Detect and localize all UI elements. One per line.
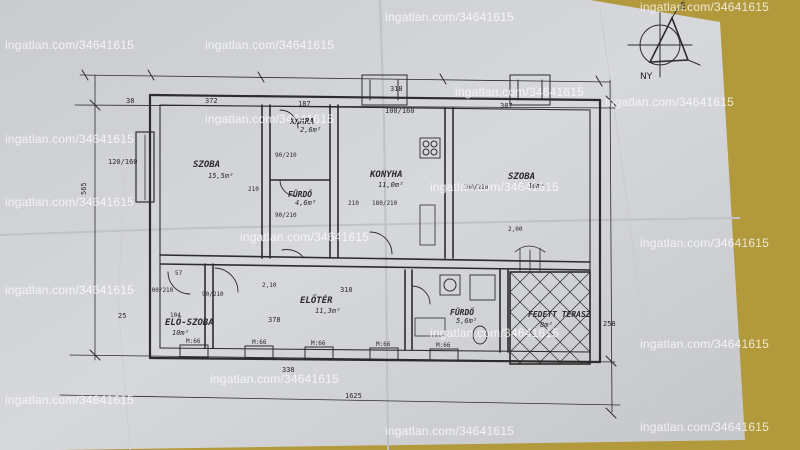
watermark: ingatlan.com/34641615 [640, 420, 769, 434]
watermark: ingatlan.com/34641615 [430, 326, 559, 340]
watermark: ingatlan.com/34641615 [430, 180, 559, 194]
dimension-line-bottom [69, 354, 616, 363]
dim-side-left-lower: 25 [118, 312, 127, 320]
watermark: ingatlan.com/34641615 [205, 112, 334, 126]
room-szoba-right-name: SZOBA [508, 172, 536, 182]
windows-bottom [179, 344, 459, 362]
watermark: ingatlan.com/34641615 [640, 337, 769, 351]
room-konyha-name: KONYHA [370, 170, 403, 180]
sink [439, 274, 461, 296]
window-left [135, 131, 155, 203]
kitchen-counter [419, 204, 436, 246]
window-top-2 [509, 74, 551, 106]
watermark: ingatlan.com/34641615 [605, 95, 734, 109]
dim-left-height: 120/160 [108, 158, 138, 166]
dim-furdo-door: 90/210 [275, 212, 297, 219]
interior-walls [159, 104, 591, 353]
dim-window-b4: M:66 [376, 341, 391, 348]
dimension-line-top [79, 74, 611, 83]
watermark: ingatlan.com/34641615 [5, 195, 134, 209]
room-szoba-left-area: 15,5m² [208, 172, 234, 180]
room-szoba-left-name: SZOBA [193, 160, 221, 170]
dim-bottom-mid: 310 [340, 286, 353, 294]
dim-left-small3: 2,10 [262, 282, 277, 289]
dimension-line-total [59, 394, 621, 406]
room-elo-szoba-area: 10m² [172, 329, 189, 337]
dim-window-b2: M:66 [252, 339, 267, 346]
dim-window-b3: M:66 [311, 340, 326, 347]
watermark: ingatlan.com/34641615 [455, 85, 584, 99]
dim-top-left: 38 [126, 97, 135, 105]
room-furdo-upper-name: FÜRDŐ [288, 190, 313, 199]
dim-eloter-w: 378 [268, 316, 281, 324]
room-fedett-terasz-name: FEDETT TERASZ [528, 310, 591, 319]
dim-mid-door: 100/210 [463, 184, 489, 191]
plant-symbol [514, 245, 546, 273]
room-furdo-lower-area: 5,6m² [456, 317, 478, 325]
watermark: ingatlan.com/34641615 [5, 283, 134, 297]
dim-kamra-h: 210 [248, 186, 259, 193]
dim-left-small2: 104 [170, 312, 181, 319]
watermark: ingatlan.com/34641615 [5, 38, 134, 52]
watermark: ingatlan.com/34641615 [640, 0, 769, 14]
room-furdo-lower-name: FÜRDŐ [450, 308, 475, 317]
room-kamra-name: KAMRA [290, 117, 315, 126]
dim-lower-door2: 90/210 [202, 291, 224, 298]
dim-lower-door1: 100/210 [148, 287, 174, 294]
dim-total-width: 1625 [345, 392, 362, 400]
room-eloter-area: 11,3m² [315, 307, 341, 315]
room-fedett-terasz-area: 8m² [540, 321, 553, 329]
watermark: ingatlan.com/34641615 [240, 230, 369, 244]
dim-top-right: 387 [500, 102, 513, 110]
dim-side-total: 565 [80, 182, 88, 195]
outer-walls [148, 93, 602, 364]
dimension-line-right [609, 79, 613, 413]
shower [414, 317, 446, 337]
dim-konyha-door: 180/210 [372, 200, 398, 207]
watermark: ingatlan.com/34641615 [640, 236, 769, 250]
dim-top-small: 187 [298, 100, 311, 108]
dim-window-w1: 100/160 [385, 107, 415, 115]
room-kamra-area: 2,6m² [300, 126, 322, 134]
compass-direction-label: NY [640, 72, 653, 82]
room-szoba-right-area: 16m² [528, 182, 545, 190]
room-furdo-upper-area: 4,6m² [295, 199, 317, 207]
watermark: ingatlan.com/34641615 [205, 38, 334, 52]
compass-north-label: É [680, 2, 686, 12]
dim-kamra-door: 90/210 [275, 152, 297, 159]
room-konyha-area: 11,0m² [378, 181, 404, 189]
door-swings [167, 109, 431, 305]
compass-rose [627, 7, 701, 78]
dim-left-small1: 57 [175, 270, 183, 277]
washbasin [469, 274, 496, 301]
watermark: ingatlan.com/34641615 [385, 10, 514, 24]
watermark: ingatlan.com/34641615 [5, 393, 134, 407]
watermark: ingatlan.com/34641615 [385, 424, 514, 438]
dim-kitchen-w: 318 [390, 85, 403, 93]
dim-top-span: 372 [205, 97, 218, 105]
watermark: ingatlan.com/34641615 [210, 372, 339, 386]
watermark: ingatlan.com/34641615 [5, 132, 134, 146]
dim-side-right: 258 [603, 320, 616, 328]
dim-kitchen-h: 210 [348, 200, 359, 207]
dim-window-b1: M:66 [186, 338, 201, 345]
window-top-1 [361, 74, 408, 106]
toilet [472, 325, 488, 345]
room-elo-szoba-name: ELŐ-SZOBA [165, 318, 214, 328]
dim-right-small: 2,00 [508, 226, 523, 233]
room-eloter-name: ELŐTÉR [300, 296, 333, 306]
stove [419, 137, 441, 159]
dim-window-b5: M:66 [436, 342, 451, 349]
dim-lower-width: 338 [282, 366, 295, 374]
